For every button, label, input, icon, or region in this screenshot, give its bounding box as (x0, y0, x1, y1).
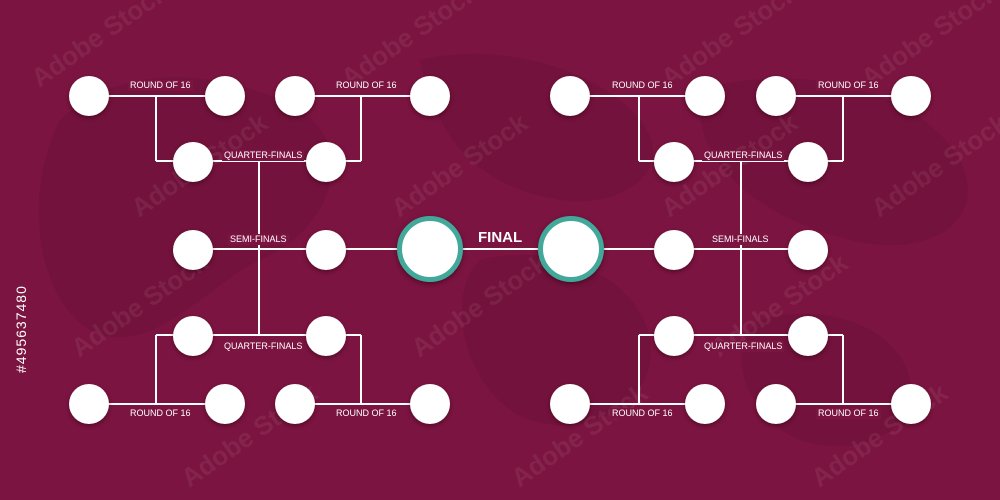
quarter-final-slot[interactable] (306, 316, 346, 356)
round-of-16-slot[interactable] (550, 76, 590, 116)
round-of-16-slot[interactable] (205, 76, 245, 116)
round-of-16-slot[interactable] (685, 76, 725, 116)
final-slot-left[interactable] (397, 216, 463, 282)
quarter-final-slot[interactable] (654, 142, 694, 182)
round-of-16-label: ROUND OF 16 (816, 408, 881, 419)
semi-final-slot[interactable] (788, 230, 828, 270)
round-of-16-slot[interactable] (205, 384, 245, 424)
quarter-finals-label: QUARTER-FINALS (702, 150, 785, 161)
quarter-final-slot[interactable] (788, 316, 828, 356)
round-of-16-slot[interactable] (275, 76, 315, 116)
semi-finals-label: SEMI-FINALS (228, 234, 289, 245)
round-of-16-slot[interactable] (756, 384, 796, 424)
round-of-16-label: ROUND OF 16 (610, 408, 675, 419)
round-of-16-label: ROUND OF 16 (610, 80, 675, 91)
quarter-final-slot[interactable] (654, 316, 694, 356)
round-of-16-slot[interactable] (550, 384, 590, 424)
semi-finals-label: SEMI-FINALS (710, 234, 771, 245)
quarter-final-slot[interactable] (173, 142, 213, 182)
quarter-final-slot[interactable] (173, 316, 213, 356)
round-of-16-slot[interactable] (410, 76, 450, 116)
round-of-16-label: ROUND OF 16 (816, 80, 881, 91)
round-of-16-slot[interactable] (69, 76, 109, 116)
round-of-16-slot[interactable] (69, 384, 109, 424)
round-of-16-label: ROUND OF 16 (334, 408, 399, 419)
round-of-16-label: ROUND OF 16 (334, 80, 399, 91)
round-of-16-slot[interactable] (275, 384, 315, 424)
stock-id-text: #495637480 (13, 285, 29, 373)
semi-final-slot[interactable] (654, 230, 694, 270)
quarter-finals-label: QUARTER-FINALS (702, 341, 785, 352)
round-of-16-slot[interactable] (685, 384, 725, 424)
round-of-16-slot[interactable] (891, 76, 931, 116)
round-of-16-label: ROUND OF 16 (128, 408, 193, 419)
round-of-16-slot[interactable] (410, 384, 450, 424)
quarter-final-slot[interactable] (788, 142, 828, 182)
semi-final-slot[interactable] (173, 230, 213, 270)
round-of-16-slot[interactable] (891, 384, 931, 424)
round-of-16-label: ROUND OF 16 (128, 80, 193, 91)
final-label: FINAL (475, 229, 526, 246)
final-slot-right[interactable] (538, 216, 604, 282)
quarter-finals-label: QUARTER-FINALS (222, 341, 305, 352)
round-of-16-slot[interactable] (756, 76, 796, 116)
semi-final-slot[interactable] (306, 230, 346, 270)
quarter-finals-label: QUARTER-FINALS (222, 150, 305, 161)
quarter-final-slot[interactable] (306, 142, 346, 182)
